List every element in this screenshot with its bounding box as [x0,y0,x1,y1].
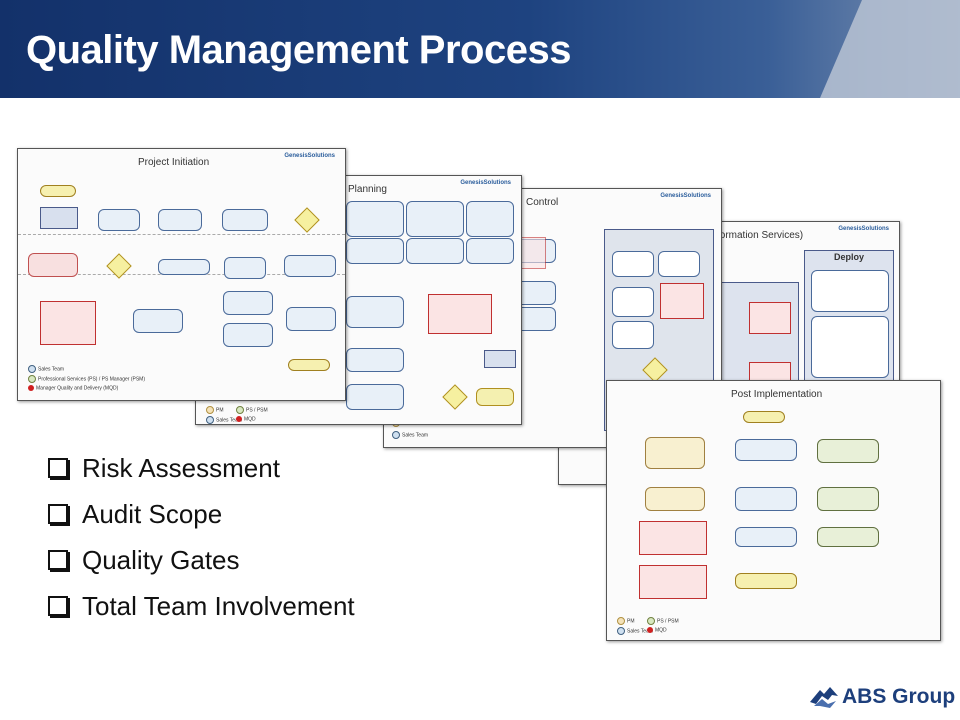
process-box [658,251,700,277]
process-box [346,238,404,264]
process-box [406,238,464,264]
process-box [98,209,140,231]
process-box [735,439,797,461]
doc-title: formation Services) [717,230,804,241]
end-box [288,359,330,371]
quality-gate-box [660,283,704,319]
deploy-label: Deploy [834,252,865,262]
process-box [223,291,273,315]
quality-gate-box [749,302,791,334]
process-box [40,207,78,229]
process-box [346,201,404,237]
doc-logo: GenesisSolutions [660,193,711,199]
process-box [476,388,514,406]
legend-sales: Sales Team [392,431,428,439]
process-box [735,487,797,511]
legend-ps: Professional Services (PS) / PS Manager … [28,375,145,383]
checkbox-icon [48,596,68,616]
start-box [743,411,785,423]
process-box [284,255,336,277]
process-box [286,307,336,331]
checkbox-icon [48,550,68,570]
process-box [466,238,514,264]
process-box [28,253,78,277]
bullet-item: Quality Gates [48,537,355,583]
legend-sales: Sales Team [206,416,242,424]
process-box [612,321,654,349]
doc-logo: GenesisSolutions [460,180,511,186]
process-box [612,287,654,317]
slide-title: Quality Management Process [26,28,571,72]
doc-logo: GenesisSolutions [284,153,335,159]
legend-mqd: Manager Quality and Delivery (MQD) [28,385,118,391]
quality-gate-box [40,301,96,345]
checkbox-icon [48,458,68,478]
process-box [346,348,404,372]
process-box [735,527,797,547]
abs-group-logo: ABS Group [808,684,955,710]
bullet-item: Risk Assessment [48,445,355,491]
checkbox-icon [48,504,68,524]
deploy-box [811,270,889,312]
doc-logo: GenesisSolutions [838,226,889,232]
process-box [406,201,464,237]
process-box [817,527,879,547]
decision-diamond [294,207,320,233]
process-box [645,487,705,511]
process-box [484,350,516,368]
start-box [40,185,76,197]
process-box [224,257,266,279]
header-gradient [0,0,960,98]
legend-mqd: MQD [236,416,256,422]
process-box [645,437,705,469]
quality-gate-box [639,521,707,555]
legend-pm: PM [617,617,635,625]
quality-gate-box [428,294,492,334]
end-box [735,573,797,589]
process-box [466,201,514,237]
legend-pm: PM [206,406,224,414]
doc-title: Control [526,197,559,208]
legend-sales: Sales Team [28,365,64,373]
doc-title: Planning [348,184,387,195]
doc-project-initiation: Project Initiation GenesisSolutions Sale… [17,148,346,401]
swimlane-divider [18,234,345,235]
bullet-item: Audit Scope [48,491,355,537]
decision-diamond [442,384,468,410]
process-box [133,309,183,333]
process-box [612,251,654,277]
doc-title: Post Implementation [731,389,823,400]
doc-title: Project Initiation [138,157,210,168]
abs-eagle-icon [810,687,838,708]
process-box [223,323,273,347]
legend-sales: Sales Team [617,627,653,635]
bullet-item: Total Team Involvement [48,583,355,629]
process-box [346,296,404,328]
process-box [158,209,202,231]
process-box [817,439,879,463]
process-box [222,209,268,231]
header-banner [0,0,960,98]
legend-pspm: PS / PSM [647,617,679,625]
deploy-box [811,316,889,378]
process-box [346,384,404,410]
process-box [158,259,210,275]
bullet-list: Risk Assessment Audit Scope Quality Gate… [48,445,355,629]
quality-gate-box [639,565,707,599]
legend-mqd: MQD [647,627,667,633]
process-box [817,487,879,511]
legend-pspm: PS / PSM [236,406,268,414]
abs-group-text: ABS Group [842,685,956,708]
doc-post-implementation: Post Implementation PM PS / PSM Sales Te… [606,380,941,641]
